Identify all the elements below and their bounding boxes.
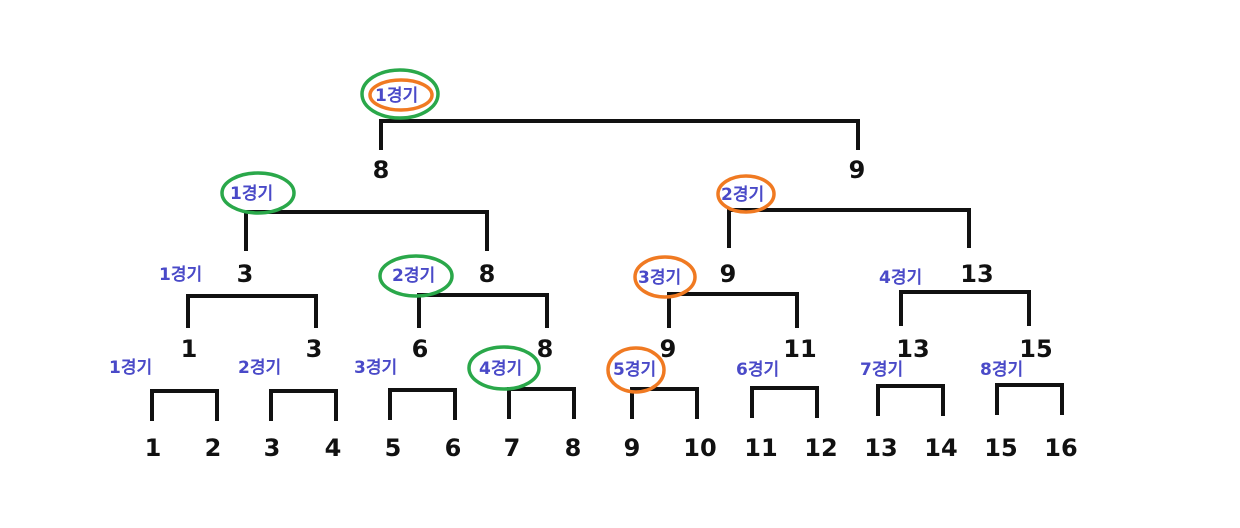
game-label-quarter-1: 1경기 xyxy=(159,265,202,285)
player-number: 5 xyxy=(385,434,402,462)
bracket-semi-2 xyxy=(727,208,971,248)
semi-number: 9 xyxy=(720,260,737,288)
bracket-r1-1 xyxy=(150,389,219,421)
player-number: 16 xyxy=(1044,434,1077,462)
quarter-number: 11 xyxy=(783,335,816,363)
game-label-r1-5: 5경기 xyxy=(613,360,656,380)
player-number: 9 xyxy=(624,434,641,462)
quarter-number: 3 xyxy=(306,335,323,363)
orange-circle-highlight xyxy=(368,78,434,112)
game-label-final: 1경기 xyxy=(375,86,418,106)
game-label-r1-4: 4경기 xyxy=(479,359,522,379)
bracket-quarter-4 xyxy=(899,290,1031,326)
player-number: 12 xyxy=(804,434,837,462)
game-label-quarter-3: 3경기 xyxy=(638,268,681,288)
bracket-r1-3 xyxy=(388,388,457,420)
game-label-r1-8: 8경기 xyxy=(980,360,1023,380)
game-label-r1-1: 1경기 xyxy=(109,358,152,378)
game-label-r1-6: 6경기 xyxy=(736,360,779,380)
player-number: 1 xyxy=(145,434,162,462)
green-circle-highlight xyxy=(360,68,440,120)
quarter-number: 9 xyxy=(660,335,677,363)
player-number: 11 xyxy=(744,434,777,462)
green-circle-highlight xyxy=(378,254,454,298)
player-number: 14 xyxy=(924,434,957,462)
first-round: 1경기 2경기 3경기 4경기 5경기 6경기 7경기 8경기 1 2 3 4 … xyxy=(109,345,1078,462)
player-number: 13 xyxy=(864,434,897,462)
green-circle-highlight xyxy=(220,171,296,215)
player-number: 3 xyxy=(264,434,281,462)
bracket-r1-2 xyxy=(269,389,338,421)
final-left-number: 8 xyxy=(373,156,390,184)
game-label-r1-7: 7경기 xyxy=(860,360,903,380)
bracket-r1-4 xyxy=(507,387,576,419)
quarterfinal-round: 1경기 2경기 3경기 4경기 1 3 6 8 9 11 13 15 xyxy=(159,254,1053,363)
semi-number: 13 xyxy=(960,260,993,288)
quarter-number: 8 xyxy=(537,335,554,363)
player-number: 7 xyxy=(504,434,521,462)
player-number: 15 xyxy=(984,434,1017,462)
quarter-number: 6 xyxy=(412,335,429,363)
player-number: 4 xyxy=(325,434,342,462)
bracket-r1-8 xyxy=(995,383,1064,415)
bracket-quarter-3 xyxy=(667,292,799,328)
semifinal-round: 1경기 2경기 3 8 9 13 xyxy=(220,171,994,288)
bracket-r1-6 xyxy=(750,386,819,418)
orange-circle-highlight xyxy=(716,174,776,214)
game-label-quarter-4: 4경기 xyxy=(879,268,922,288)
green-circle-highlight xyxy=(467,345,541,391)
quarter-number: 13 xyxy=(896,335,929,363)
player-number: 6 xyxy=(445,434,462,462)
final-round: 1경기 8 9 xyxy=(360,68,866,184)
bracket-r1-5 xyxy=(630,387,699,419)
player-number: 10 xyxy=(683,434,716,462)
quarter-number: 1 xyxy=(181,335,198,363)
bracket-final xyxy=(379,119,860,150)
game-label-semi-1: 1경기 xyxy=(230,184,273,204)
bracket-quarter-2 xyxy=(417,293,549,328)
player-number: 2 xyxy=(205,434,222,462)
final-right-number: 9 xyxy=(849,156,866,184)
semi-number: 8 xyxy=(479,260,496,288)
quarter-number: 15 xyxy=(1019,335,1052,363)
orange-circle-highlight xyxy=(606,346,666,394)
orange-circle-highlight xyxy=(633,255,697,299)
bracket-r1-7 xyxy=(876,384,945,416)
game-label-r1-2: 2경기 xyxy=(238,358,281,378)
bracket-quarter-1 xyxy=(186,294,318,328)
semi-number: 3 xyxy=(237,260,254,288)
game-label-semi-2: 2경기 xyxy=(721,185,764,205)
player-number: 8 xyxy=(565,434,582,462)
game-label-quarter-2: 2경기 xyxy=(392,266,435,286)
game-label-r1-3: 3경기 xyxy=(354,358,397,378)
bracket-semi-1 xyxy=(244,210,489,251)
